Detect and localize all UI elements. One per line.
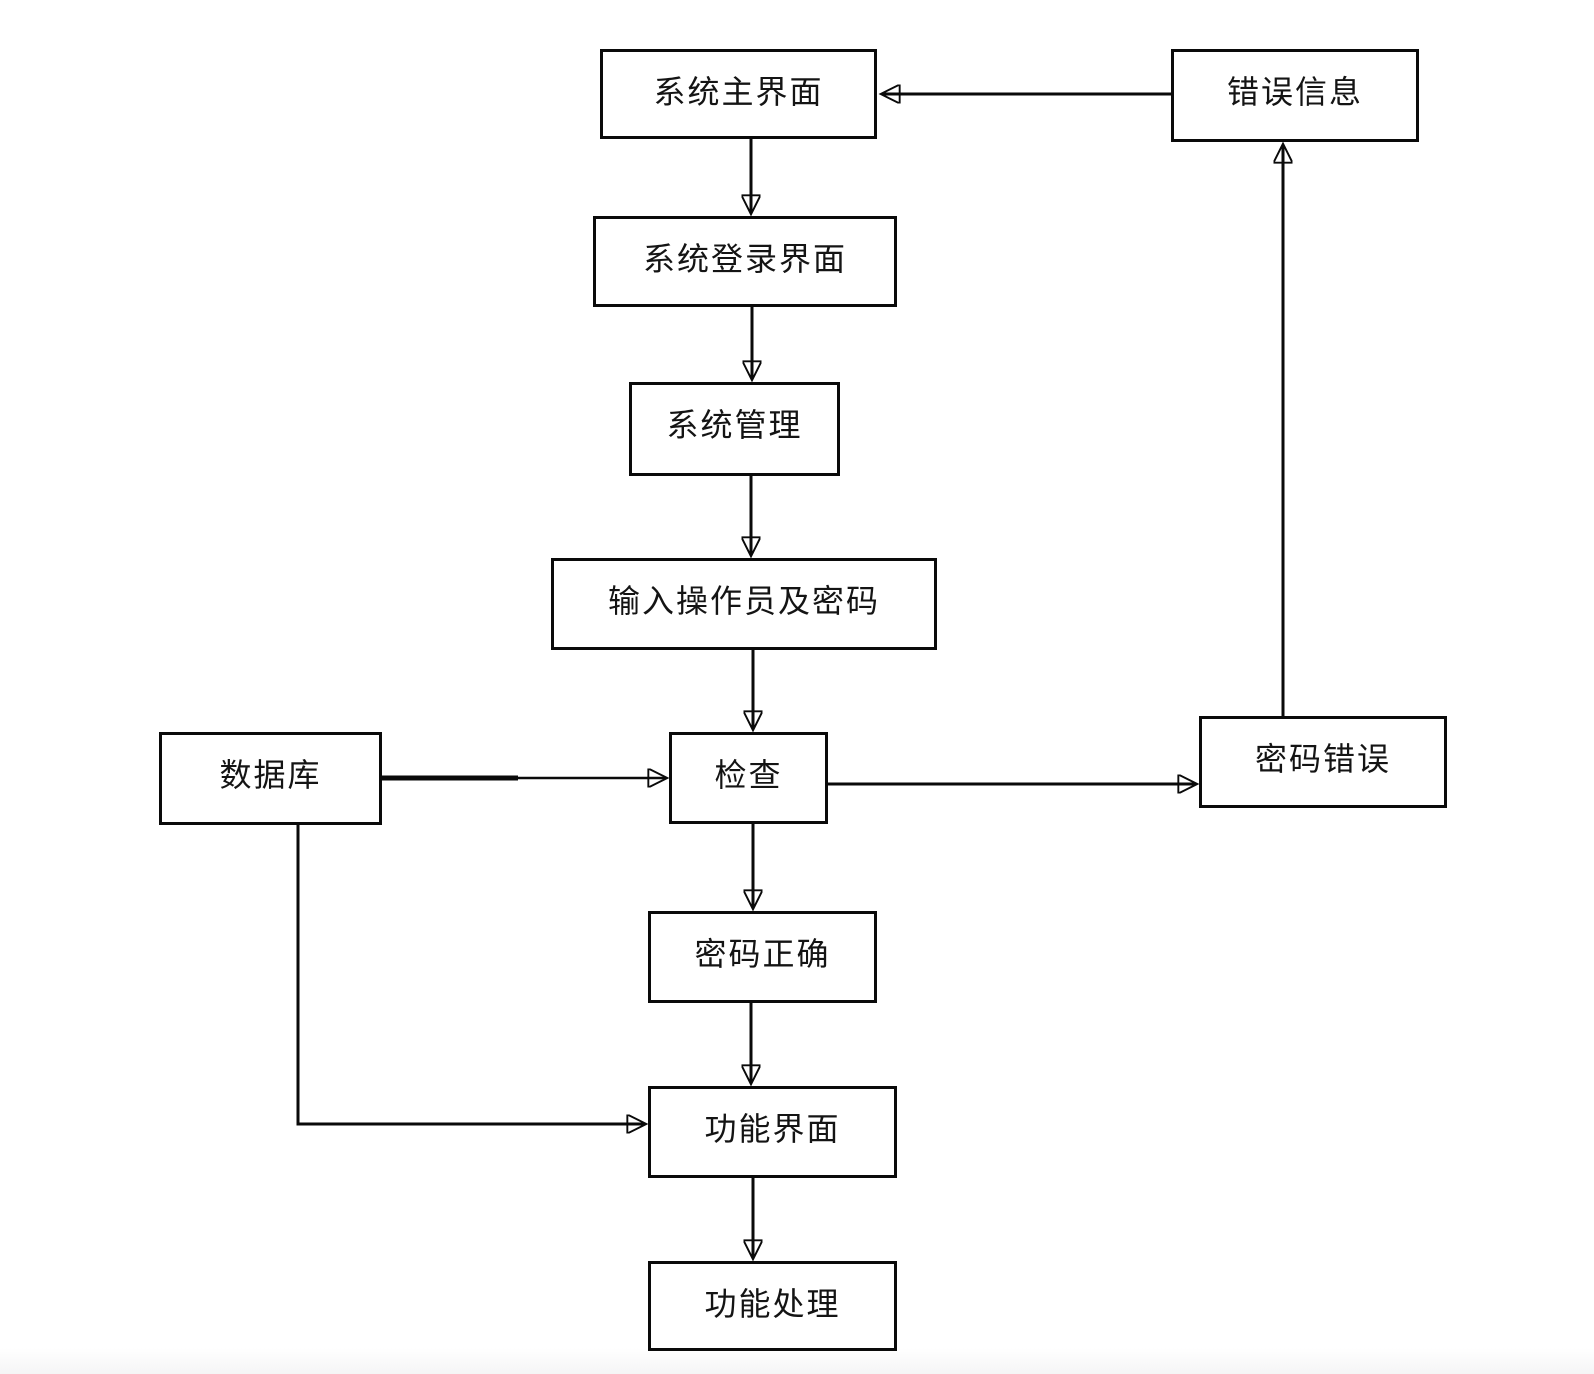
node-input-operator: 输入操作员及密码 [551,558,937,650]
node-error-info-label: 错误信息 [1226,74,1363,110]
node-database: 数据库 [159,732,382,825]
node-system-login-label: 系统登录界面 [642,241,847,277]
node-error-info: 错误信息 [1171,49,1419,142]
node-pwd-wrong: 密码错误 [1199,716,1447,808]
node-pwd-wrong-label: 密码错误 [1254,741,1391,777]
node-check: 检查 [669,732,828,824]
node-func-proc-label: 功能处理 [704,1286,841,1322]
edge-database-to-func-ui [296,825,645,1124]
node-pwd-correct: 密码正确 [648,911,877,1003]
node-system-mgmt: 系统管理 [629,382,840,476]
node-system-main: 系统主界面 [600,49,877,139]
node-system-mgmt-label: 系统管理 [666,407,803,443]
node-func-proc: 功能处理 [648,1261,897,1351]
node-input-operator-label: 输入操作员及密码 [607,583,880,619]
node-check-label: 检查 [714,757,783,793]
node-system-main-label: 系统主界面 [653,74,824,110]
node-func-ui: 功能界面 [648,1086,897,1178]
node-system-login: 系统登录界面 [593,216,897,307]
node-database-label: 数据库 [219,757,322,793]
node-func-ui-label: 功能界面 [704,1111,841,1147]
node-pwd-correct-label: 密码正确 [694,936,831,972]
page-bottom-fade [0,1348,1594,1374]
